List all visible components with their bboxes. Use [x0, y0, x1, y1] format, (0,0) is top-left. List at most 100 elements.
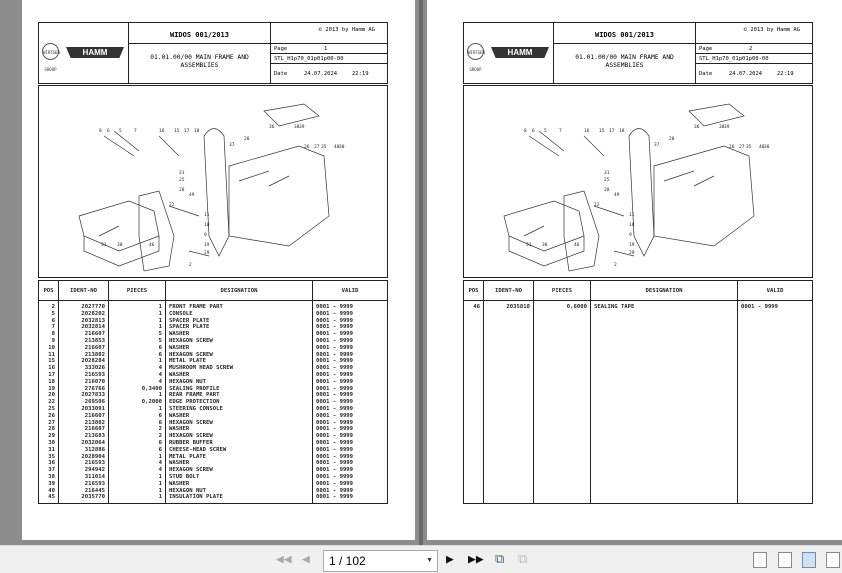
- callout-label: 5: [544, 128, 547, 134]
- table-cell: 5: [158, 331, 162, 338]
- table-cell: 0001 - 9999: [316, 304, 354, 310]
- table-cell: 0001 - 9999: [316, 405, 354, 412]
- table-cell: 9: [51, 337, 55, 344]
- table-cell: 1: [158, 480, 162, 487]
- continuous-page-icon[interactable]: [778, 552, 792, 568]
- table-cell: 2035770: [81, 494, 105, 501]
- table-cell: SEALING TAPE: [594, 304, 635, 310]
- table-cell: 216607: [84, 344, 105, 351]
- table-cell: 1: [158, 453, 162, 460]
- page-number: 2: [749, 46, 753, 52]
- callout-label: 7: [134, 128, 137, 134]
- callout-label: 26: [304, 144, 310, 150]
- system-title: WIDOS 001/2013: [554, 23, 695, 44]
- go-back-icon[interactable]: ⧉: [495, 552, 505, 567]
- table-cell: 5: [158, 337, 162, 344]
- callout-label: 5: [119, 128, 122, 134]
- two-page-continuous-icon[interactable]: [826, 552, 840, 568]
- page-separator: [419, 0, 423, 545]
- hamm-logo: HAMM: [66, 47, 124, 58]
- table-cell: 8: [51, 331, 55, 338]
- table-column: 0001 - 9999: [738, 301, 812, 503]
- table-cell: 2028284: [81, 358, 105, 365]
- previous-page-icon[interactable]: ◀: [302, 552, 310, 567]
- table-cell: 0001 - 9999: [316, 446, 354, 453]
- table-cell: 2: [51, 304, 55, 310]
- last-page-icon[interactable]: ▶▶: [468, 552, 484, 567]
- first-page-icon[interactable]: ◀◀: [276, 552, 292, 567]
- column-header-ident-no: IDENT-NO: [59, 281, 109, 300]
- two-page-icon[interactable]: [802, 552, 816, 568]
- table-cell: 4: [158, 460, 162, 467]
- table-cell: 0001 - 9999: [316, 473, 354, 480]
- table-cell: METAL PLATE: [169, 453, 207, 460]
- callout-label: 25: [604, 177, 610, 183]
- table-cell: 2: [158, 426, 162, 433]
- table-cell: SPACER PLATE: [169, 317, 210, 324]
- callout-label: 8: [99, 128, 102, 134]
- copyright: © 2013 by Hamm AG: [271, 23, 387, 44]
- assembly-title-line: 01.01.00/00 MAIN FRAME AND: [150, 54, 249, 61]
- callout-label: 38: [294, 124, 300, 130]
- table-cell: 0001 - 9999: [316, 412, 354, 419]
- table-cell: 0001 - 9999: [316, 439, 354, 446]
- table-cell: 2033091: [81, 405, 105, 412]
- table-cell: 1: [158, 358, 162, 365]
- table-cell: 2035818: [506, 304, 530, 310]
- callout-label: 30: [764, 144, 770, 150]
- table-cell: 216607: [84, 331, 105, 338]
- table-cell: WASHER: [169, 480, 190, 487]
- table-cell: 38: [48, 473, 55, 480]
- table-cell: 17: [48, 371, 55, 378]
- table-cell: 4: [158, 365, 162, 372]
- callout-label: 10: [204, 222, 210, 228]
- table-cell: 0001 - 9999: [316, 317, 354, 324]
- callout-label: 28: [604, 187, 610, 193]
- table-cell: 40: [48, 487, 55, 494]
- callout-label: 29: [204, 250, 210, 256]
- table-cell: 1: [158, 392, 162, 399]
- table-cell: 22: [48, 399, 55, 406]
- table-cell: WASHER: [169, 371, 190, 378]
- callout-label: 38: [719, 124, 725, 130]
- table-cell: 0001 - 9999: [316, 426, 354, 433]
- table-cell: 18: [48, 378, 55, 385]
- copyright: © 2013 by Hamm AG: [696, 23, 812, 44]
- table-cell: 213802: [84, 419, 105, 426]
- table-cell: 27: [48, 419, 55, 426]
- table-cell: 2032064: [81, 439, 105, 446]
- callout-label: 18: [194, 128, 200, 134]
- callout-label: 29: [629, 250, 635, 256]
- table-cell: 0001 - 9999: [316, 371, 354, 378]
- chevron-down-icon[interactable]: ▼: [426, 557, 433, 564]
- next-page-icon[interactable]: ▶: [446, 552, 454, 567]
- table-cell: 31: [48, 446, 55, 453]
- single-page-icon[interactable]: [753, 552, 767, 568]
- table-cell: 216607: [84, 426, 105, 433]
- column-header-valid: VALID: [766, 288, 784, 294]
- table-cell: 35: [48, 453, 55, 460]
- table-cell: 10: [48, 344, 55, 351]
- table-cell: FRONT FRAME PART: [169, 304, 223, 310]
- table-cell: 15: [48, 358, 55, 365]
- document-code: STL_H1p70_01p01p00-00: [699, 56, 769, 62]
- table-cell: 6: [158, 344, 162, 351]
- table-cell: 0001 - 9999: [316, 385, 354, 392]
- table-cell: 2027770: [81, 304, 105, 310]
- table-cell: 0,6000: [566, 304, 587, 310]
- code-row: STL_H1p70_01p01p00-00: [696, 54, 812, 64]
- table-cell: WASHER: [169, 412, 190, 419]
- page-number-field[interactable]: 1 / 102▼: [323, 550, 438, 572]
- callout-label: 20: [244, 136, 250, 142]
- page-row: Page 2: [696, 44, 812, 54]
- system-title: WIDOS 001/2013: [129, 23, 270, 44]
- page-label: Page: [699, 46, 713, 52]
- table-cell: MUSHROOM HEAD SCREW: [169, 365, 233, 372]
